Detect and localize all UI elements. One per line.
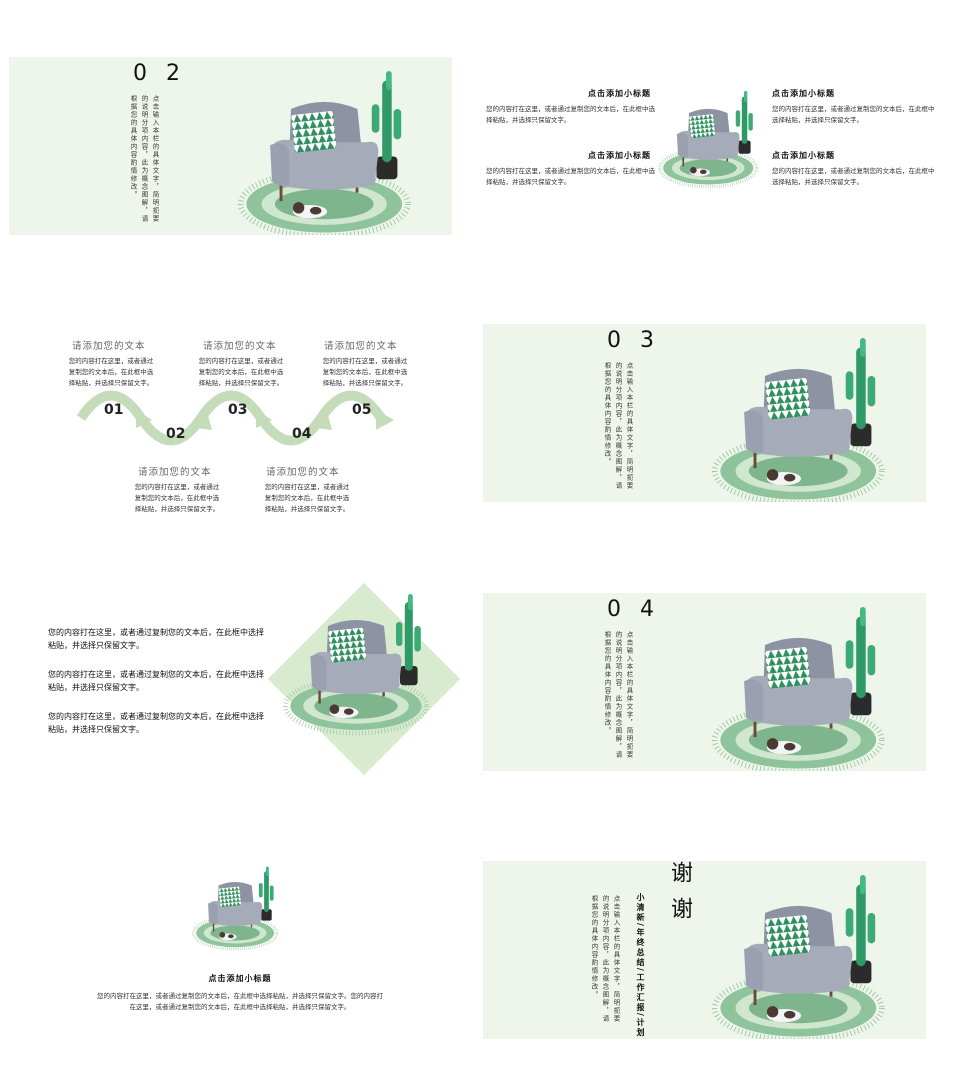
block-body: 您的内容打在这里，或者通过复制您的文本后，在此框中选择粘贴，并选择只保留文字。 bbox=[134, 483, 220, 513]
item-body: 您的内容打在这里，或者通过复制您的文本后，在此框中选择粘贴，并选择只保留文字。 bbox=[486, 167, 655, 186]
slide-04-cover: 0 4 点击输入本栏的具体文字，简明扼要的说明分项内容，此为概念图解，请根据您的… bbox=[483, 593, 926, 771]
slide-centered-title: 点击添加小标题 您的内容打在这里，或者通过复制您的文本后，在此框中选择粘贴，并选… bbox=[90, 855, 390, 1025]
item-body: 您的内容打在这里，或者通过复制您的文本后，在此框中选择粘贴，并选择只保留文字。 bbox=[772, 167, 935, 186]
slide-four-subtitles: 点击添加小标题 您的内容打在这里，或者通过复制您的文本后，在此框中选择粘贴，并选… bbox=[484, 70, 944, 210]
block-title: 请添加您的文本 bbox=[203, 341, 277, 352]
block-body: 您的内容打在这里，或者通过复制您的文本后，在此框中选择粘贴，并选择只保留文字。 bbox=[198, 357, 284, 387]
armchair-illustration bbox=[656, 80, 766, 190]
armchair-illustration bbox=[708, 324, 898, 502]
item-body: 您的内容打在这里，或者通过复制您的文本后，在此框中选择粘贴，并选择只保留文字。 bbox=[772, 105, 935, 124]
slide-process-steps: 01 02 03 04 05 请添加您的文本 您的内容打在这里，或者通过复制您的… bbox=[40, 330, 440, 520]
block-title: 请添加您的文本 bbox=[324, 341, 398, 352]
block-title: 请添加您的文本 bbox=[72, 341, 146, 352]
vertical-description: 点击输入本栏的具体文字，简明扼要的说明分项内容，此为概念图解，请根据您的具体内容… bbox=[590, 895, 620, 1023]
paragraph: 您的内容打在这里，或者通过复制您的文本后，在此框中选择粘贴，并选择只保留文字。 bbox=[48, 670, 264, 692]
armchair-illustration bbox=[190, 857, 285, 952]
block-title: 请添加您的文本 bbox=[266, 467, 340, 478]
block-title: 请添加您的文本 bbox=[138, 467, 212, 478]
slide-03-cover: 0 3 点击输入本栏的具体文字，简明扼要的说明分项内容，此为概念图解，请根据您的… bbox=[483, 324, 926, 502]
step-number: 02 bbox=[166, 426, 186, 442]
step-number: 05 bbox=[352, 402, 372, 418]
item-body: 您的内容打在这里，或者通过复制您的文本后，在此框中选择粘贴，并选择只保留文字。 bbox=[486, 105, 655, 124]
slide-diamond-text: 您的内容打在这里，或者通过复制您的文本后，在此框中选择粘贴，并选择只保留文字。 … bbox=[40, 580, 470, 785]
block-body: 您的内容打在这里，或者通过复制您的文本后，在此框中选择粘贴，并选择只保留文字。 bbox=[264, 483, 350, 513]
step-number: 03 bbox=[228, 402, 248, 418]
slide-02-cover: 0 2 点击输入本栏的具体文字，简明扼要的说明分项内容，此为概念图解，请根据您的… bbox=[9, 57, 452, 235]
subtitle: 点击添加小标题 bbox=[208, 973, 272, 983]
armchair-illustration bbox=[708, 593, 898, 771]
section-number: 0 3 bbox=[607, 328, 660, 353]
block-body: 您的内容打在这里，或者通过复制您的文本后，在此框中选择粘贴，并选择只保留文字。 bbox=[322, 357, 408, 387]
item-title: 点击添加小标题 bbox=[588, 150, 651, 160]
slide-thanks: 谢谢 小清新/年终总结/工作汇报/计划 点击输入本栏的具体文字，简明扼要的说明分… bbox=[483, 861, 926, 1039]
vertical-description: 点击输入本栏的具体文字，简明扼要的说明分项内容，此为概念图解，请根据您的具体内容… bbox=[603, 362, 633, 490]
armchair-illustration bbox=[708, 861, 898, 1039]
block-body: 您的内容打在这里，或者通过复制您的文本后，在此框中选择粘贴，并选择只保留文字。 bbox=[68, 357, 154, 387]
armchair-illustration bbox=[280, 580, 440, 738]
armchair-illustration bbox=[234, 57, 424, 235]
paragraph: 您的内容打在这里，或者通过复制您的文本后，在此框中选择粘贴，并选择只保留文字。 bbox=[48, 628, 264, 650]
step-number: 04 bbox=[292, 426, 312, 442]
section-number: 0 4 bbox=[607, 597, 660, 622]
vertical-description: 点击输入本栏的具体文字，简明扼要的说明分项内容，此为概念图解，请根据您的具体内容… bbox=[129, 95, 159, 223]
section-number: 0 2 bbox=[133, 61, 186, 86]
step-number: 01 bbox=[104, 402, 124, 418]
thanks-title: 谢谢 bbox=[667, 861, 692, 933]
body-text: 您的内容打在这里，或者通过复制您的文本后，在此框中选择粘贴，并选择只保留文字。您… bbox=[97, 992, 383, 1011]
paragraph: 您的内容打在这里，或者通过复制您的文本后，在此框中选择粘贴，并选择只保留文字。 bbox=[48, 712, 264, 734]
item-title: 点击添加小标题 bbox=[772, 88, 835, 98]
item-title: 点击添加小标题 bbox=[588, 88, 651, 98]
vertical-description: 点击输入本栏的具体文字，简明扼要的说明分项内容，此为概念图解，请根据您的具体内容… bbox=[603, 631, 633, 759]
wave-arrow bbox=[76, 390, 394, 446]
item-title: 点击添加小标题 bbox=[772, 150, 835, 160]
thanks-subtitle: 小清新/年终总结/工作汇报/计划 bbox=[636, 893, 646, 1038]
